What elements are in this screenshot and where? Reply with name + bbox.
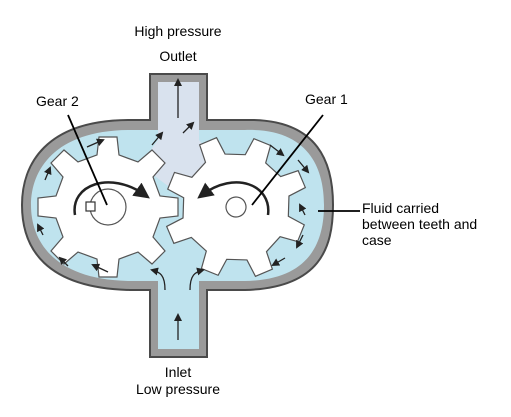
gear-1-label: Gear 1 — [305, 91, 348, 107]
gear-1-rotation-arrow — [197, 181, 270, 216]
gear-2-rotation-arrow — [73, 181, 150, 216]
gear-2-leader — [67, 114, 108, 206]
gear-2 — [37, 136, 179, 278]
outlet-label: Outlet — [159, 48, 197, 64]
gear-1-leader — [251, 114, 324, 206]
fluid-label-line1: Fluid carried — [362, 200, 440, 216]
low-pressure-label: Low pressure — [135, 381, 221, 397]
flow-arrows — [37, 78, 310, 340]
fluid-label-line2: between teeth and — [362, 216, 478, 232]
high-pressure-label: High pressure — [134, 23, 222, 39]
gear-2-label: Gear 2 — [36, 93, 79, 109]
gear-1 — [165, 136, 307, 278]
fluid-label-line3: case — [362, 232, 392, 248]
inlet-label: Inlet — [164, 364, 192, 380]
